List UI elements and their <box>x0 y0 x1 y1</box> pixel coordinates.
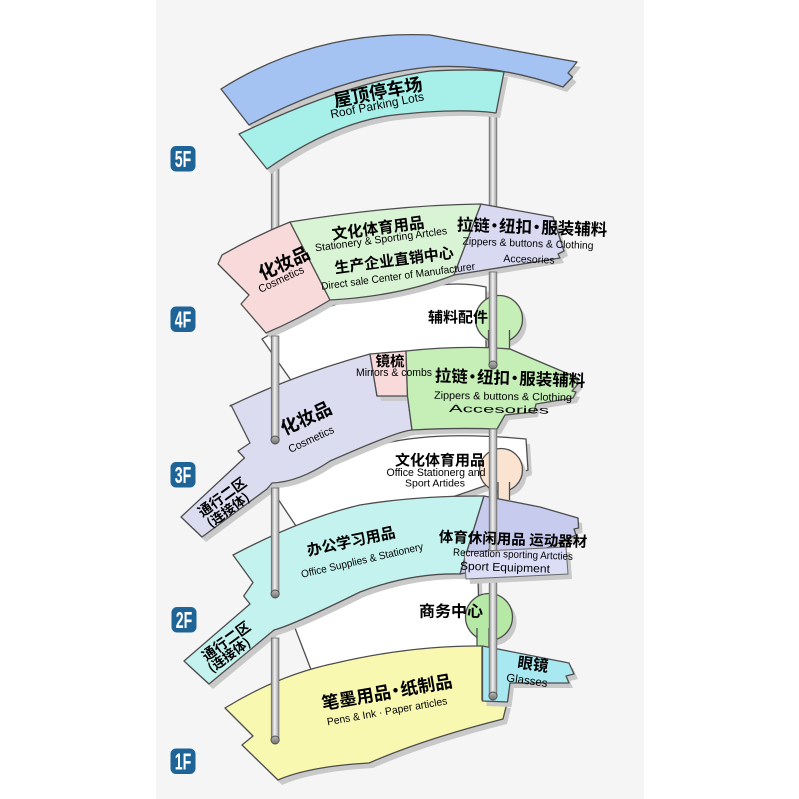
svg-text:Accesories: Accesories <box>503 253 555 267</box>
svg-text:1F: 1F <box>175 749 192 776</box>
svg-text:Mirrors & combs: Mirrors & combs <box>356 367 432 379</box>
svg-text:Zippers & buttons & Clothing: Zippers & buttons & Clothing <box>462 235 593 252</box>
svg-text:3F: 3F <box>175 463 192 490</box>
svg-text:4F: 4F <box>175 307 192 334</box>
svg-text:Office Stationerg and: Office Stationerg and <box>387 467 486 479</box>
svg-text:Zippers & buttons & Clothing: Zippers & buttons & Clothing <box>434 390 572 404</box>
svg-text:5F: 5F <box>175 147 192 174</box>
svg-text:Sport Equipment: Sport Equipment <box>460 561 551 576</box>
svg-text:Recreation sporting Artcties: Recreation sporting Artcties <box>453 547 573 563</box>
svg-text:Accesories: Accesories <box>449 403 549 417</box>
svg-text:2F: 2F <box>176 608 193 635</box>
svg-text:Glasses: Glasses <box>505 672 548 690</box>
svg-text:Sport Artides: Sport Artides <box>405 479 465 490</box>
